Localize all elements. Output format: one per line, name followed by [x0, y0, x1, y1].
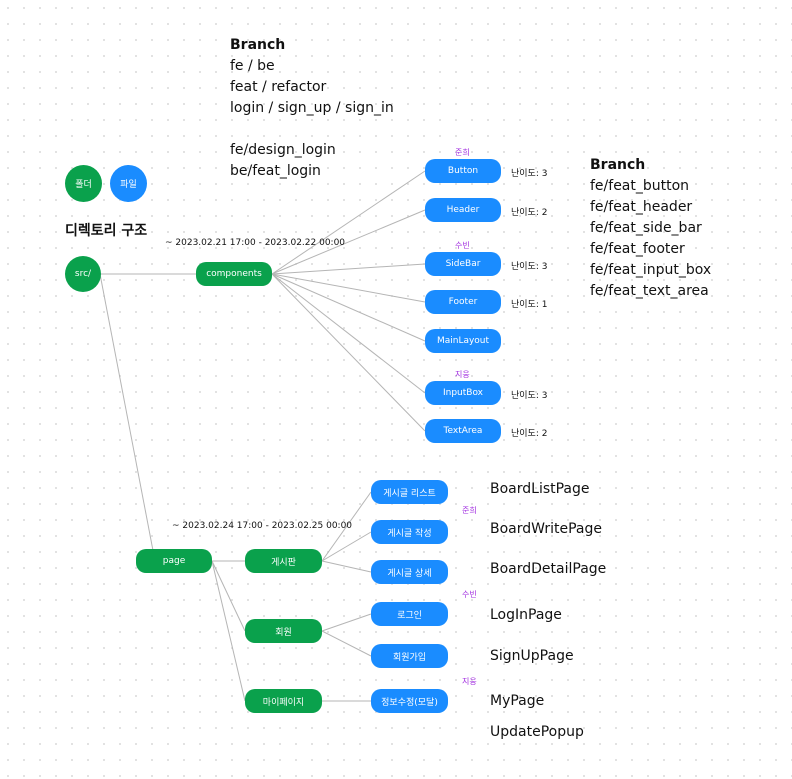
node-src[interactable]: src/ [65, 256, 101, 292]
assignee-button: 준희 [455, 148, 470, 157]
node-board-detail[interactable]: 게시글 상세 [371, 560, 448, 584]
difficulty-header: 난이도: 2 [511, 208, 548, 218]
node-button[interactable]: Button [425, 159, 501, 183]
node-board-write-label: 게시글 작성 [387, 528, 432, 539]
branch-right-line-5: fe/feat_input_box [590, 262, 712, 278]
node-page-label: page [162, 556, 186, 566]
node-mypage-label: 마이페이지 [262, 697, 305, 708]
directory-heading: 디렉토리 구조 [65, 223, 148, 239]
assignee-inputbox: 지웅 [455, 370, 470, 379]
page-name-login: LogInPage [490, 607, 562, 623]
node-sidebar-label: SideBar [445, 259, 481, 269]
node-inputbox-label: InputBox [442, 388, 484, 398]
node-login-label: 로그인 [397, 610, 422, 621]
node-signup-label: 회원가입 [392, 652, 427, 663]
node-signup[interactable]: 회원가입 [371, 644, 448, 668]
node-header-label: Header [446, 205, 480, 215]
difficulty-sidebar: 난이도: 3 [511, 262, 548, 272]
page-name-board-write: BoardWritePage [490, 521, 602, 537]
branch-right-line-3: fe/feat_side_bar [590, 220, 702, 236]
assignee-mypage: 지웅 [462, 677, 477, 686]
branch-top-title: Branch [230, 37, 286, 53]
branch-right-line-1: fe/feat_button [590, 178, 690, 194]
node-member-label: 회원 [275, 627, 292, 638]
branch-top-line-3: login / sign_up / sign_in [230, 100, 394, 116]
page-name-board-list: BoardListPage [490, 481, 590, 497]
node-board-list-label: 게시글 리스트 [383, 488, 436, 499]
difficulty-inputbox: 난이도: 3 [511, 391, 548, 401]
node-update-modal[interactable]: 정보수정(모달) [371, 689, 448, 713]
node-board-detail-label: 게시글 상세 [387, 568, 432, 579]
node-textarea-label: TextArea [443, 426, 483, 436]
node-board-label: 게시판 [271, 557, 296, 568]
components-date-range: ~ 2023.02.21 17:00 - 2023.02.22 00:00 [165, 238, 346, 248]
node-login[interactable]: 로그인 [371, 602, 448, 626]
branch-right-line-6: fe/feat_text_area [590, 283, 709, 299]
node-page[interactable]: page [136, 549, 212, 573]
page-name-update-popup: UpdatePopup [490, 724, 584, 740]
assignee-sidebar: 수빈 [455, 241, 470, 250]
legend-file: 파일 [110, 165, 147, 202]
page-date-range: ~ 2023.02.24 17:00 - 2023.02.25 00:00 [172, 521, 353, 531]
node-sidebar[interactable]: SideBar [425, 252, 501, 276]
branch-right-title: Branch [590, 157, 646, 173]
node-mainlayout-label: MainLayout [436, 336, 490, 346]
branch-right-line-2: fe/feat_header [590, 199, 693, 215]
node-footer-label: Footer [448, 297, 478, 307]
node-header[interactable]: Header [425, 198, 501, 222]
branch-top-line-5: fe/design_login [230, 142, 336, 158]
branch-top-line-6: be/feat_login [230, 163, 321, 179]
node-components[interactable]: components [196, 262, 272, 286]
page-name-signup: SignUpPage [490, 648, 574, 664]
assignee-member: 수빈 [462, 590, 477, 599]
node-member[interactable]: 회원 [245, 619, 322, 643]
node-footer[interactable]: Footer [425, 290, 501, 314]
page-name-mypage: MyPage [490, 693, 545, 709]
assignee-board: 준희 [462, 506, 477, 515]
node-mainlayout[interactable]: MainLayout [425, 329, 501, 353]
branch-right-line-4: fe/feat_footer [590, 241, 685, 257]
legend-folder: 폴더 [65, 165, 102, 202]
branch-top-line-1: fe / be [230, 58, 275, 74]
page-name-board-detail: BoardDetailPage [490, 561, 607, 577]
legend-folder-label: 폴더 [75, 180, 92, 190]
node-components-label: components [206, 269, 262, 279]
difficulty-footer: 난이도: 1 [511, 300, 548, 310]
node-inputbox[interactable]: InputBox [425, 381, 501, 405]
node-button-label: Button [447, 166, 479, 176]
difficulty-textarea: 난이도: 2 [511, 429, 548, 439]
node-board[interactable]: 게시판 [245, 549, 322, 573]
legend-file-label: 파일 [120, 180, 137, 190]
node-src-label: src/ [74, 269, 92, 279]
node-update-modal-label: 정보수정(모달) [381, 697, 438, 708]
node-textarea[interactable]: TextArea [425, 419, 501, 443]
node-mypage[interactable]: 마이페이지 [245, 689, 322, 713]
node-board-list[interactable]: 게시글 리스트 [371, 480, 448, 504]
node-board-write[interactable]: 게시글 작성 [371, 520, 448, 544]
branch-top-line-2: feat / refactor [230, 79, 327, 95]
difficulty-button: 난이도: 3 [511, 169, 548, 179]
